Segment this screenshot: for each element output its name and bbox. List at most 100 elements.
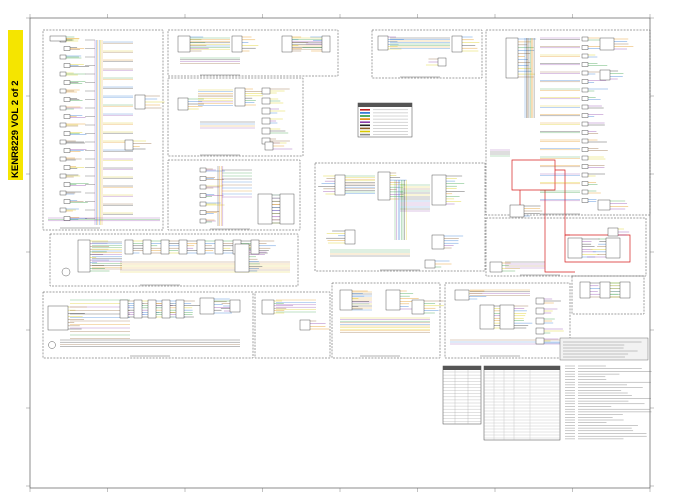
connector-icon — [214, 239, 224, 255]
section-frame-row3-center — [331, 282, 441, 359]
document-subtitle — [18, 38, 24, 178]
connector-icon — [567, 237, 583, 259]
connector-icon — [63, 46, 71, 51]
connector-table — [442, 365, 482, 425]
connector-icon — [231, 35, 243, 53]
connector-icon — [581, 62, 589, 67]
connector-icon — [581, 189, 589, 195]
connector-icon — [535, 337, 545, 345]
legend-swatch — [360, 130, 370, 133]
connector-icon — [177, 35, 191, 53]
connector-icon — [377, 35, 389, 51]
connector-icon — [59, 207, 67, 213]
connector-icon — [250, 239, 260, 255]
connector-icon — [63, 182, 71, 187]
section-frame-row2-right — [485, 217, 647, 277]
connector-icon — [175, 299, 185, 319]
wiring-harness — [48, 36, 634, 357]
grid-ticks — [26, 14, 654, 492]
connector-icon — [299, 319, 311, 331]
connector-icon — [261, 299, 275, 315]
connector-icon — [261, 117, 271, 125]
connector-icon — [581, 198, 589, 203]
connector-icon — [597, 199, 611, 211]
connector-icon — [63, 199, 71, 204]
connector-icon — [505, 37, 519, 79]
connector-icon — [454, 289, 470, 301]
connector-icon — [63, 131, 71, 136]
component-location-table — [483, 365, 561, 441]
section-frame-lower-left-center — [167, 159, 301, 231]
connector-icon — [59, 156, 67, 162]
connector-icon — [599, 69, 611, 81]
connector-icon — [47, 305, 69, 331]
connector-icon — [234, 243, 250, 273]
connector-icon — [234, 87, 246, 107]
connector-icon — [281, 35, 293, 53]
connector-icon — [199, 210, 207, 215]
connector-icon — [599, 281, 611, 299]
connector-icon — [63, 148, 71, 153]
connector-icon — [581, 172, 589, 178]
connector-icon — [261, 127, 271, 135]
connector-icon — [437, 57, 447, 67]
sensor-icon — [48, 341, 56, 349]
connector-icon — [605, 237, 621, 259]
connector-icon — [581, 87, 589, 93]
legend-swatch — [360, 115, 370, 117]
connector-icon — [63, 114, 71, 119]
connector-icon — [581, 70, 589, 76]
connector-icon — [124, 239, 134, 255]
connector-icon — [59, 54, 67, 60]
connector-icon — [160, 239, 170, 255]
connector-icon — [385, 289, 401, 311]
legend-swatch — [360, 133, 370, 136]
connector-icon — [581, 155, 589, 161]
section-frame-top-right-center — [371, 29, 483, 79]
connector-icon — [261, 97, 271, 105]
connector-icon — [199, 167, 207, 173]
connector-icon — [489, 261, 503, 273]
section-frame-row2-left — [49, 233, 299, 287]
connector-icon — [142, 239, 152, 255]
connector-icon — [581, 113, 589, 118]
connector-icon — [509, 204, 525, 218]
connector-icon — [431, 174, 447, 206]
connector-icon — [279, 193, 295, 225]
connector-icon — [59, 88, 67, 94]
connector-icon — [199, 218, 207, 224]
connector-icon — [339, 289, 353, 311]
connector-icon — [479, 304, 495, 330]
connector-icon — [581, 79, 589, 84]
connector-icon — [63, 216, 71, 221]
connector-icon — [229, 299, 241, 313]
legend-swatch — [360, 127, 370, 130]
legend-swatch — [360, 118, 370, 120]
connector-icon — [199, 297, 215, 315]
legend-swatch — [360, 109, 370, 111]
notes-box — [559, 337, 649, 361]
section-frame-top-center — [167, 29, 339, 77]
section-frame-row3-far-right — [571, 275, 645, 315]
connector-icon — [411, 299, 425, 315]
connector-icon — [535, 307, 545, 315]
section-frame-row3-right — [444, 282, 571, 359]
connector-icon — [59, 139, 67, 145]
component-connectors — [47, 35, 631, 349]
connector-icon — [196, 239, 206, 255]
connector-icon — [581, 164, 589, 169]
legend-swatch — [360, 124, 370, 127]
connector-icon — [499, 304, 515, 330]
connector-icon — [77, 239, 91, 273]
connector-icon — [334, 174, 346, 196]
connector-icon — [59, 173, 67, 179]
connector-icon — [261, 87, 271, 95]
connector-icon — [535, 317, 545, 325]
connector-icon — [119, 299, 129, 319]
connector-icon — [257, 193, 273, 225]
connector-icon — [63, 80, 71, 85]
connector-icon — [134, 94, 146, 110]
connector-icon — [607, 227, 619, 237]
legend-swatch — [360, 112, 370, 114]
